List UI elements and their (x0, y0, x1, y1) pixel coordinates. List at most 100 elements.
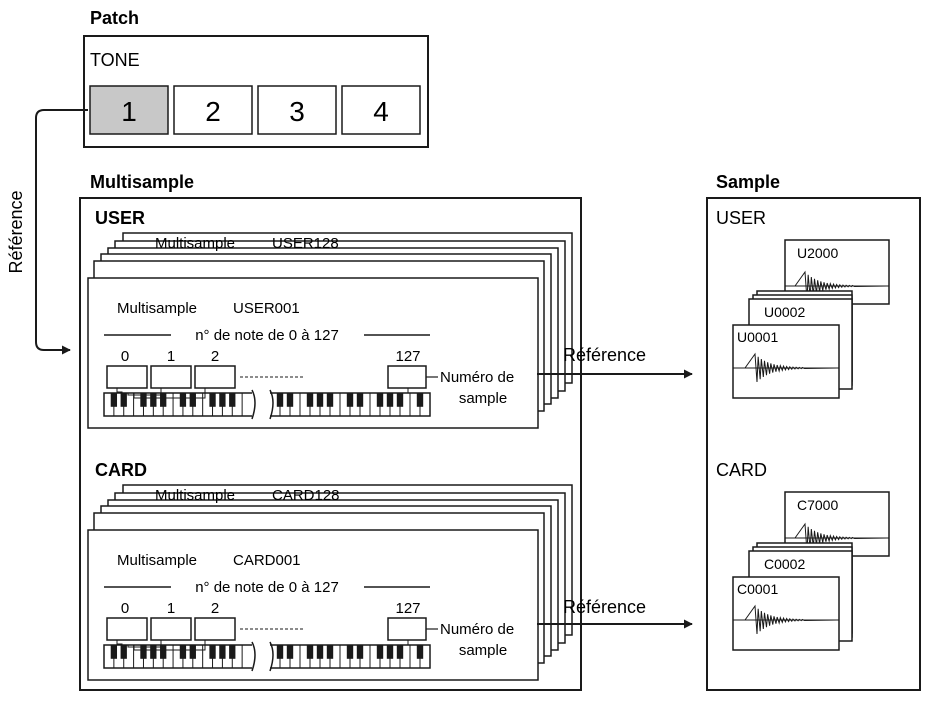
user-reference-label: Référence (563, 345, 646, 365)
sample-card-front-id: C0001 (737, 581, 778, 597)
slot-number-label: 1 (167, 600, 175, 617)
bank-title: CARD (95, 460, 147, 480)
sample-slot-box (194, 617, 236, 641)
black-key (306, 393, 314, 407)
tone-button-3-label: 3 (289, 96, 305, 127)
slot-number-label: 2 (211, 600, 219, 617)
black-key (396, 645, 404, 659)
sample-slot-box (150, 617, 192, 641)
black-key (110, 393, 118, 407)
keyboard-break-gap (252, 391, 270, 418)
slot-key-connector (127, 388, 162, 396)
black-key (316, 393, 324, 407)
front-card-id: CARD001 (233, 552, 301, 569)
black-key (140, 645, 147, 659)
sample-card-back-id: C7000 (797, 497, 838, 513)
sample-slot-box (387, 365, 427, 389)
sample-card-front (732, 324, 840, 399)
waveform (744, 352, 838, 383)
black-key (219, 645, 226, 659)
patch-heading: Patch (90, 8, 139, 28)
black-key (356, 645, 364, 659)
bank-title: CARD (716, 460, 767, 480)
black-key (150, 645, 157, 659)
black-key (276, 393, 284, 407)
sample-slot-box (106, 617, 148, 641)
keyboard-break-gap (252, 643, 270, 670)
tone-button-4-label: 4 (373, 96, 389, 127)
sample-number-label-line1: Numéro de (440, 369, 514, 386)
black-key (356, 393, 364, 407)
tone-buttons: 1 2 3 4 (89, 85, 421, 135)
black-key (396, 393, 404, 407)
sample-slot-box (387, 617, 427, 641)
waveform (744, 604, 838, 635)
black-key (219, 393, 226, 407)
black-key (376, 645, 384, 659)
sample-card-back-id: U2000 (797, 245, 838, 261)
black-key (286, 645, 294, 659)
bank-title: USER (95, 208, 145, 228)
black-key (316, 645, 324, 659)
black-key (386, 393, 394, 407)
back-card-label: Multisample (155, 487, 235, 504)
black-key (346, 645, 354, 659)
slot-key-connector (133, 640, 206, 651)
tone-button-1-label: 1 (121, 96, 137, 127)
black-key (140, 393, 147, 407)
keyboard-break-mark (269, 389, 274, 420)
tone-reference-label: Référence (6, 190, 26, 273)
tone-button-1[interactable] (89, 85, 169, 135)
black-key (189, 393, 196, 407)
front-card-label: Multisample (117, 300, 197, 317)
tone-button-2[interactable] (173, 85, 253, 135)
sample-card-mid-id: U0002 (764, 304, 805, 320)
black-key (326, 645, 334, 659)
black-key (179, 645, 187, 659)
slot-number-label: 1 (167, 348, 175, 365)
black-key (209, 645, 216, 659)
note-range-label: n° de note de 0 à 127 (195, 327, 339, 344)
black-key (160, 645, 167, 659)
sample-card-front (732, 576, 840, 651)
black-key (120, 393, 127, 407)
front-card-label: Multisample (117, 552, 197, 569)
back-card-label: Multisample (155, 235, 235, 252)
tone-button-4[interactable] (341, 85, 421, 135)
black-key (179, 393, 187, 407)
sample-slot-box (106, 365, 148, 389)
sample-number-label-line2: sample (459, 642, 507, 659)
keyboard-break-mark (269, 641, 274, 672)
back-card-id: CARD128 (272, 487, 340, 504)
black-key (120, 645, 127, 659)
card-reference-label: Référence (563, 597, 646, 617)
slot-number-label: 0 (121, 348, 129, 365)
slot-key-connector (116, 640, 123, 645)
sample-slot-box (150, 365, 192, 389)
black-key (110, 645, 118, 659)
back-card-id: USER128 (272, 235, 339, 252)
slot-number-label: 2 (211, 348, 219, 365)
note-range-label: n° de note de 0 à 127 (195, 579, 339, 596)
keyboard-break-mark (251, 389, 256, 420)
black-key (326, 393, 334, 407)
sample-card-front-id: U0001 (737, 329, 778, 345)
black-key (160, 393, 167, 407)
black-key (376, 393, 384, 407)
tone-button-3[interactable] (257, 85, 337, 135)
black-key (229, 645, 236, 659)
black-key (150, 393, 157, 407)
black-key (416, 645, 424, 659)
black-key (306, 645, 314, 659)
black-key (229, 393, 236, 407)
black-key (346, 393, 354, 407)
black-key (189, 645, 196, 659)
black-key (209, 393, 216, 407)
front-card-id: USER001 (233, 300, 300, 317)
slot-number-label: 127 (395, 348, 420, 365)
sample-card-mid-id: C0002 (764, 556, 805, 572)
black-key (416, 393, 424, 407)
